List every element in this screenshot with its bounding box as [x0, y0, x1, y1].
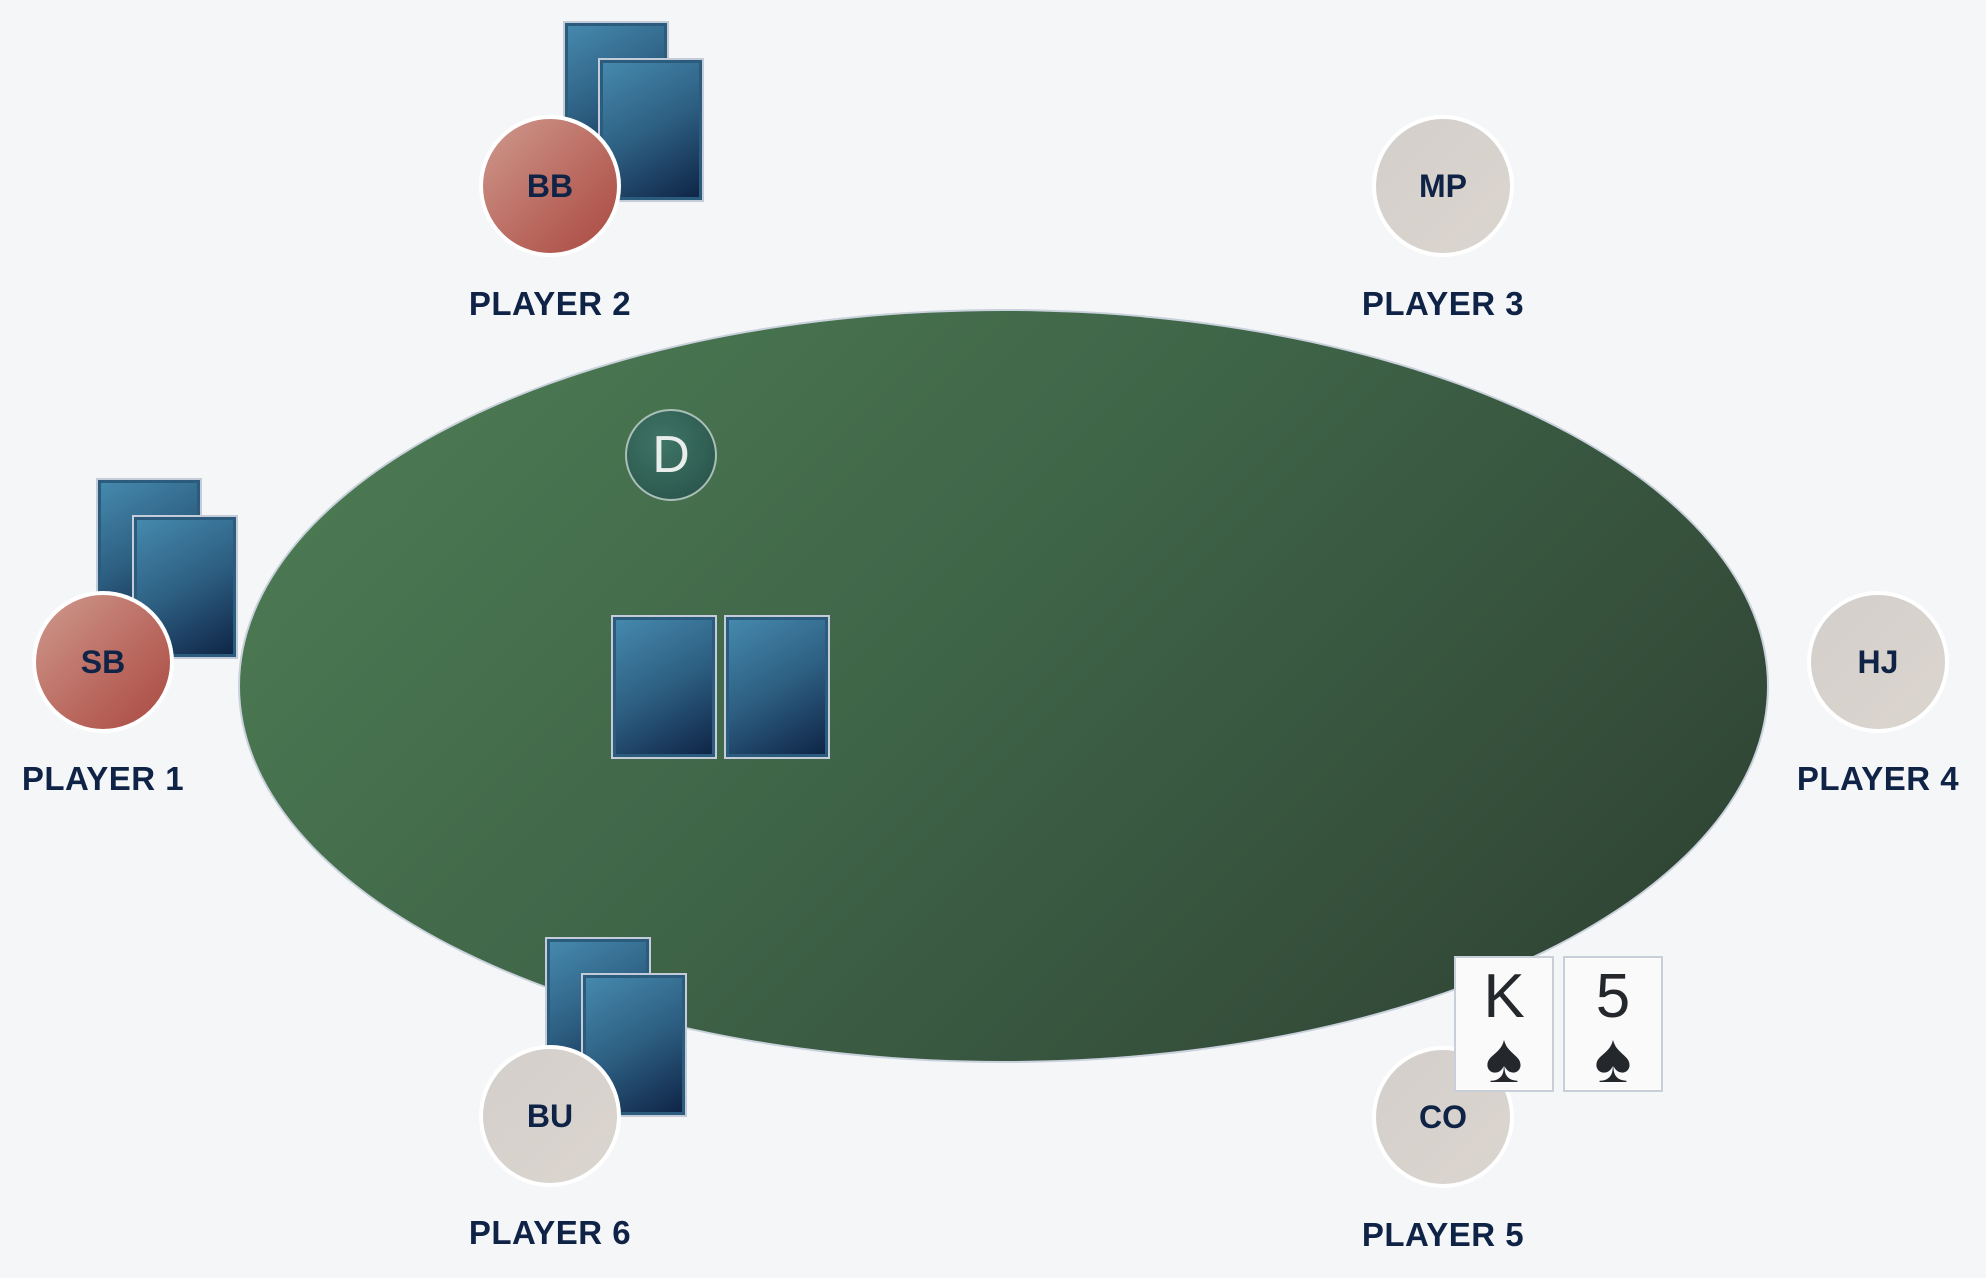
community-card-back	[724, 615, 830, 759]
player-5-name: PLAYER 5	[1361, 1216, 1525, 1253]
player-1-name: PLAYER 1	[21, 760, 185, 797]
seat-sb[interactable]: SB	[32, 591, 174, 733]
community-card-back	[611, 615, 717, 759]
seat-bu[interactable]: BU	[479, 1045, 621, 1187]
seat-co[interactable]: CO	[1372, 1046, 1514, 1188]
seat-bb[interactable]: BB	[479, 115, 621, 257]
hole-card-king-spades: K ♠	[1454, 956, 1554, 1097]
seat-hj[interactable]: HJ	[1807, 591, 1949, 733]
player-2-name: PLAYER 2	[468, 285, 632, 322]
player-6-name: PLAYER 6	[468, 1214, 632, 1251]
seat-mp[interactable]: MP	[1372, 115, 1514, 257]
spade-icon: ♠	[1485, 1019, 1523, 1097]
poker-table	[238, 309, 1769, 1063]
card-rank: 5	[1595, 962, 1631, 1031]
hole-card-five-spades: 5 ♠	[1563, 956, 1663, 1097]
player-4-name: PLAYER 4	[1796, 760, 1960, 797]
dealer-button: D	[625, 409, 717, 501]
player-6-card-back	[581, 973, 687, 1117]
card-rank: K	[1483, 962, 1525, 1031]
player-3-name: PLAYER 3	[1361, 285, 1525, 322]
spade-icon: ♠	[1594, 1019, 1632, 1097]
